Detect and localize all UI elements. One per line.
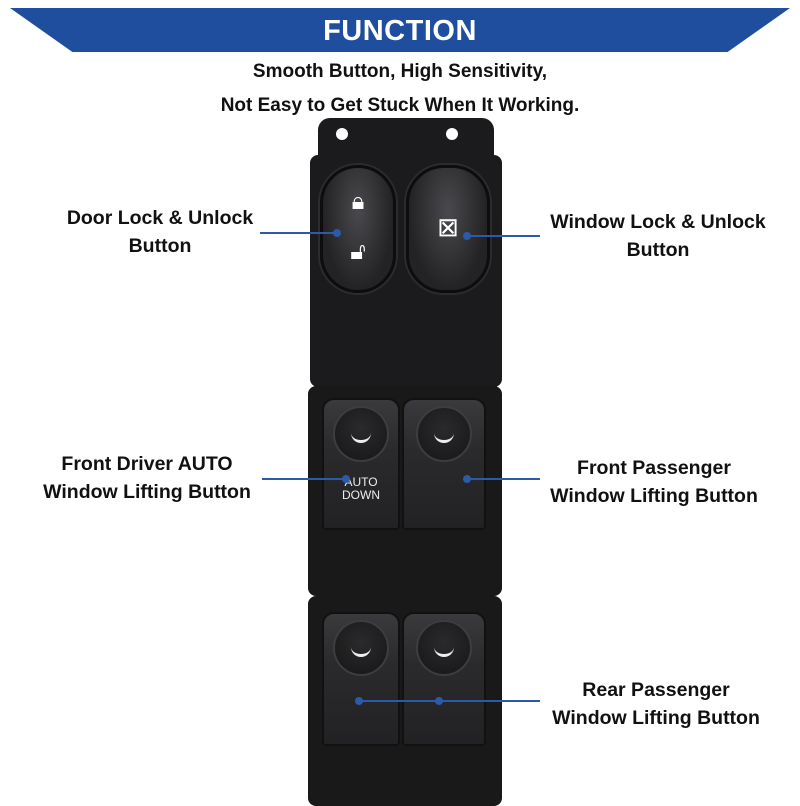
callout-text: Window Lifting Button bbox=[552, 707, 760, 729]
callout-dot bbox=[342, 475, 350, 483]
door-lock-button[interactable]: 🔒︎ 🔓︎ bbox=[320, 165, 396, 293]
callout-line bbox=[466, 235, 540, 237]
mount-hole bbox=[446, 128, 458, 140]
subtitle-line-1: Smooth Button, High Sensitivity, bbox=[252, 61, 548, 82]
callout-text: Window Lock & Unlock bbox=[550, 211, 766, 233]
rear-right-window-button[interactable] bbox=[402, 612, 486, 746]
callout-window-lock: Window Lock & Unlock Button bbox=[528, 208, 788, 264]
callout-line bbox=[262, 478, 346, 480]
callout-text: Front Passenger bbox=[577, 457, 731, 479]
callout-dot bbox=[463, 475, 471, 483]
header-banner bbox=[10, 8, 790, 52]
front-passenger-window-button[interactable] bbox=[402, 398, 486, 530]
callout-text: Door Lock & Unlock bbox=[66, 207, 254, 229]
callout-front-passenger: Front Passenger Window Lifting Button bbox=[528, 454, 780, 510]
rocker-knob bbox=[333, 406, 389, 462]
unlock-icon: 🔓︎ bbox=[350, 238, 366, 265]
front-driver-window-button[interactable]: AUTO DOWN bbox=[322, 398, 400, 530]
callout-line bbox=[260, 232, 336, 234]
mount-hole bbox=[336, 128, 348, 140]
callout-dot bbox=[333, 229, 341, 237]
rocker-knob bbox=[333, 620, 389, 676]
rocker-knob bbox=[416, 406, 472, 462]
callout-door-lock: Door Lock & Unlock Button bbox=[40, 204, 280, 260]
rocker-knob bbox=[416, 620, 472, 676]
callout-line bbox=[467, 478, 540, 480]
callout-rear-passenger: Rear Passenger Window Lifting Button bbox=[530, 676, 782, 732]
callout-text: Button bbox=[626, 239, 690, 261]
header-title: FUNCTION bbox=[323, 15, 477, 47]
lock-icon: 🔒︎ bbox=[351, 188, 365, 215]
callout-dot bbox=[355, 697, 363, 705]
callout-text: Button bbox=[128, 235, 192, 257]
auto-label: AUTO bbox=[344, 475, 378, 489]
window-lock-button[interactable]: ⊠ bbox=[406, 165, 490, 293]
callout-text: Window Lifting Button bbox=[550, 485, 758, 507]
callout-front-driver: Front Driver AUTO Window Lifting Button bbox=[22, 450, 272, 506]
callout-line bbox=[358, 700, 540, 702]
callout-text: Window Lifting Button bbox=[43, 481, 251, 503]
down-label: DOWN bbox=[342, 488, 380, 502]
callout-text: Rear Passenger bbox=[582, 679, 730, 701]
subtitle-line-2: Not Easy to Get Stuck When It Working. bbox=[220, 95, 580, 116]
callout-text: Front Driver AUTO bbox=[61, 453, 233, 475]
callout-dot bbox=[463, 232, 471, 240]
rear-left-window-button[interactable] bbox=[322, 612, 400, 746]
callout-dot bbox=[435, 697, 443, 705]
window-lock-icon: ⊠ bbox=[437, 212, 459, 242]
